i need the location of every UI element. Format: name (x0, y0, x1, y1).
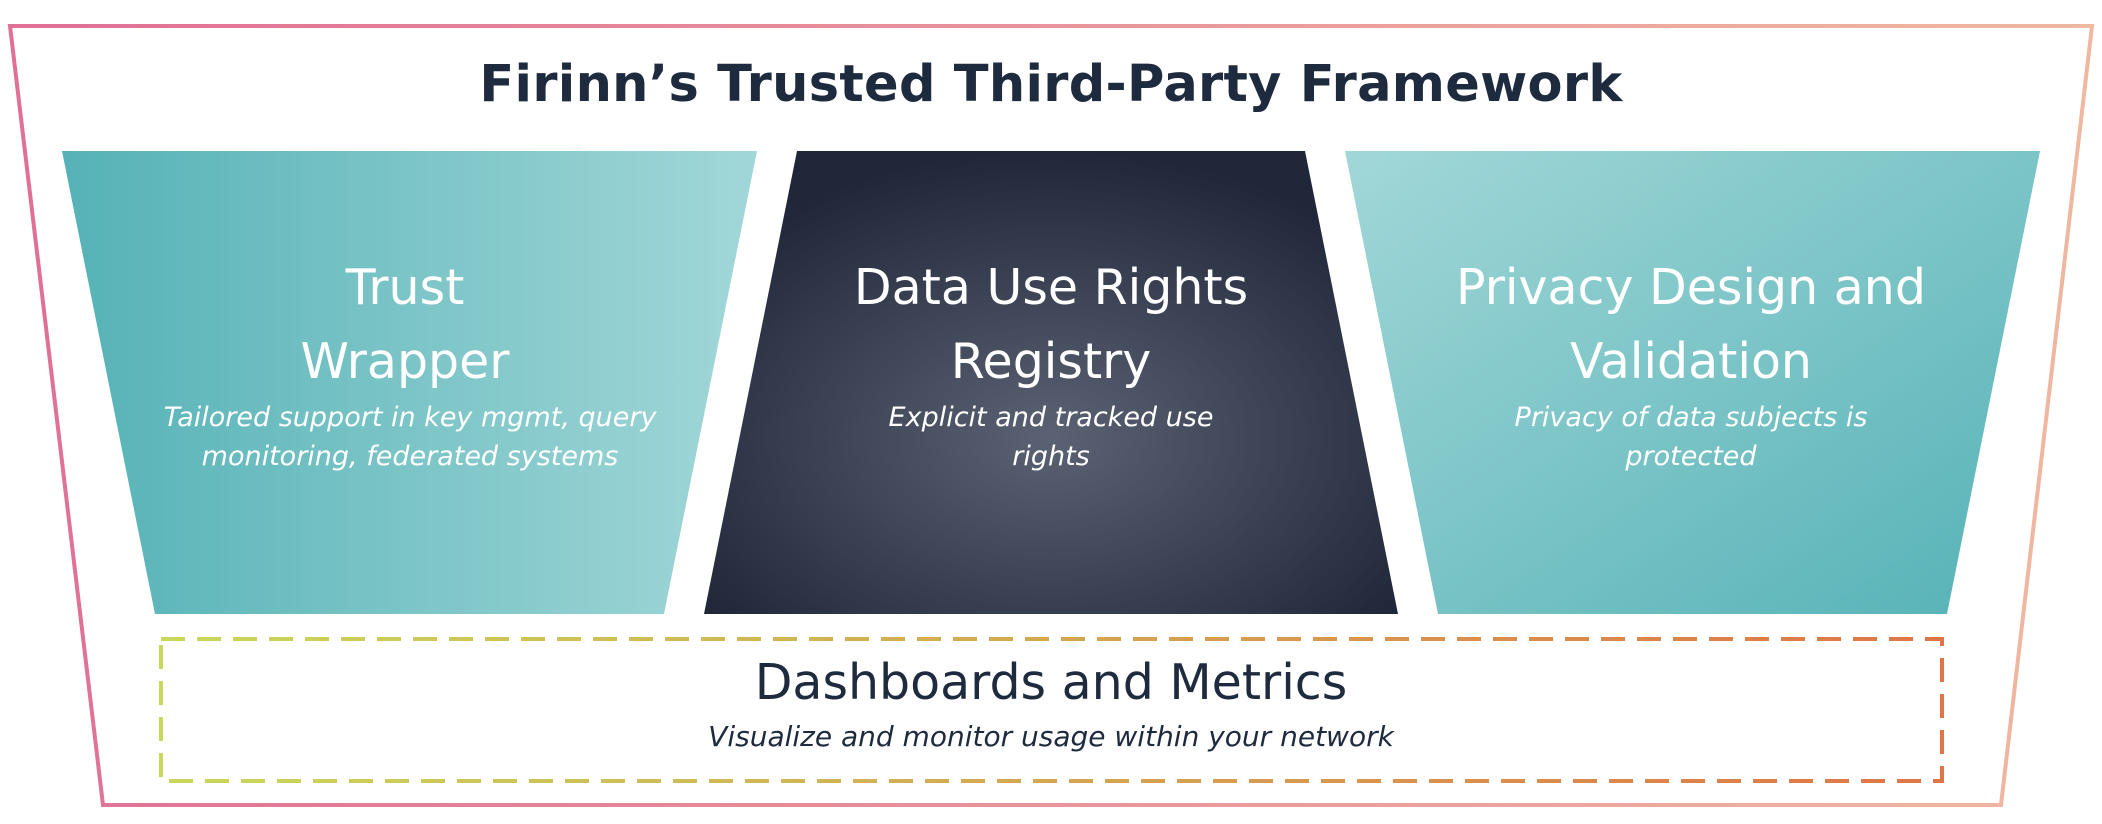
pillar-privacy-design-subtitle: Privacy of data subjects is protected (1514, 402, 1868, 472)
dashboard-title: Dashboards and Metrics (754, 654, 1348, 711)
outer-frame (7, 24, 2095, 807)
pillar-trust-wrapper-title: Trust Wrapper (300, 259, 510, 390)
diagram-title: Firinn’s Trusted Third-Party Framework (479, 55, 1623, 114)
pillar-trust-wrapper-subtitle: Tailored support in key mgmt, query moni… (163, 402, 657, 472)
pillar-trust-wrapper-shape (62, 151, 757, 614)
pillar-privacy-design-title: Privacy Design and Validation (1456, 259, 1926, 390)
pillar-data-use-rights-title: Data Use Rights Registry (853, 259, 1249, 390)
dashboard-subtitle: Visualize and monitor usage within your … (708, 720, 1394, 753)
pillar-data-use-rights-shape (704, 151, 1398, 614)
dashboard-box (159, 637, 1944, 783)
pillar-data-use-rights-subtitle: Explicit and tracked use rights (888, 402, 1214, 472)
pillar-privacy-design-shape (1345, 151, 2040, 614)
